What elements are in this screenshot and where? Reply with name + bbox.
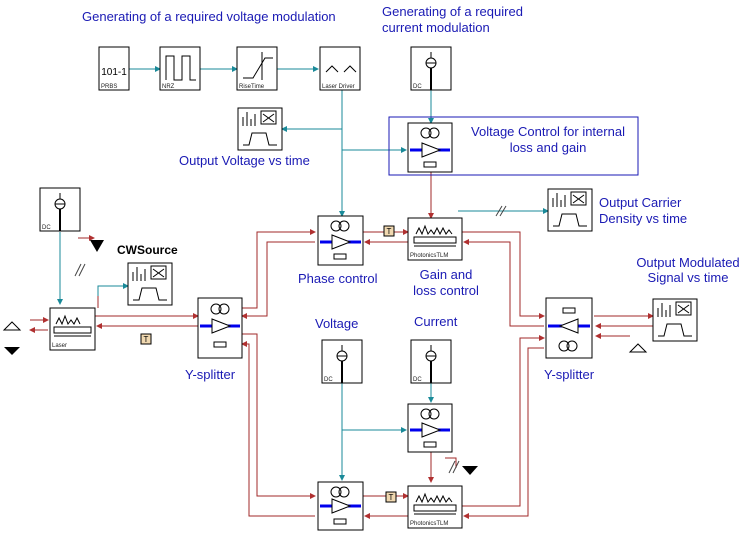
- dc-source-left[interactable]: DC: [39, 187, 81, 232]
- laser-driver-caption: Laser Driver: [322, 84, 355, 90]
- amplifier-icon: [421, 142, 442, 158]
- ground-icons: [2, 240, 648, 475]
- label-current: Current: [414, 314, 458, 329]
- scope-cwsource[interactable]: [127, 262, 173, 306]
- nrz-block[interactable]: NRZ: [159, 46, 201, 91]
- label-phase-control: Phase control: [298, 271, 378, 286]
- label-output-carrier-1: Output Carrier: [599, 195, 682, 210]
- dc-source-voltage[interactable]: DC: [321, 339, 363, 384]
- scope-icon: [552, 191, 587, 227]
- nrz-waveform-icon: [165, 55, 196, 81]
- label-voltage: Voltage: [315, 316, 359, 331]
- ground-icon: [90, 240, 104, 252]
- photonics-tlm-lower[interactable]: PhotonicsTLM: [407, 485, 463, 529]
- ground-icon: [462, 466, 478, 475]
- voltage-control-frame: [388, 116, 639, 176]
- modulator-current-control[interactable]: [407, 403, 453, 453]
- ramp-icon: [243, 57, 273, 79]
- label-gen-current-1: Generating of a required: [382, 4, 523, 19]
- modulator-phase-control[interactable]: [317, 215, 364, 266]
- risetime-caption: RiseTime: [239, 84, 265, 90]
- prbs-symbol: 101-1: [101, 67, 127, 78]
- driver-icon: [325, 65, 357, 73]
- laser-icon: [55, 314, 81, 326]
- photonics-tlm-upper[interactable]: PhotonicsTLM: [407, 217, 463, 261]
- prbs-block[interactable]: 101-1 PRBS: [98, 46, 130, 91]
- label-voltage-control-1: Voltage Control for internal: [471, 124, 625, 139]
- laser-driver-block[interactable]: Laser Driver: [319, 46, 361, 91]
- label-gain-loss-2: loss control: [413, 283, 479, 298]
- y-splitter-right[interactable]: [545, 297, 593, 359]
- scope-output-modulated[interactable]: [652, 298, 698, 342]
- label-voltage-control-2: loss and gain: [509, 140, 587, 155]
- ground-icon: [2, 321, 22, 331]
- wire-break-markers: [74, 205, 507, 474]
- label-gen-voltage: Generating of a required voltage modulat…: [82, 9, 336, 24]
- dc-caption: DC: [324, 377, 333, 383]
- label-y-splitter-left: Y-splitter: [185, 367, 236, 382]
- label-output-modulated-2: Signal vs time: [647, 270, 729, 285]
- dc-caption: DC: [413, 377, 422, 383]
- optical-wires: [29, 172, 654, 519]
- label-y-splitter-right: Y-splitter: [544, 367, 595, 382]
- modulator-voltage-control[interactable]: [407, 122, 453, 173]
- label-output-carrier-2: Density vs time: [599, 211, 688, 226]
- label-output-voltage: Output Voltage vs time: [179, 153, 310, 168]
- scope-icon: [132, 265, 167, 301]
- amplifier-icon: [558, 318, 579, 334]
- tlm-caption: PhotonicsTLM: [410, 253, 448, 259]
- amplifier-icon: [421, 422, 442, 438]
- risetime-block[interactable]: RiseTime: [236, 46, 278, 91]
- ground-icon: [628, 343, 648, 353]
- terminator-1[interactable]: T: [383, 225, 395, 237]
- dc-caption: DC: [413, 84, 422, 90]
- dc-source-top[interactable]: DC: [410, 46, 452, 91]
- modulator-lower-phase[interactable]: [317, 481, 364, 531]
- scope-output-voltage[interactable]: [237, 107, 283, 151]
- svg-text:T: T: [387, 227, 392, 236]
- label-gain-loss-1: Gain and: [419, 267, 473, 282]
- terminator-2[interactable]: T: [140, 333, 152, 345]
- scope-icon: [657, 301, 692, 337]
- svg-text:T: T: [144, 335, 149, 344]
- ground-icon: [4, 347, 20, 355]
- dc-caption: DC: [42, 225, 51, 231]
- label-gen-current-2: current modulation: [382, 20, 490, 35]
- prbs-caption: PRBS: [101, 84, 117, 90]
- amplifier-icon: [331, 234, 352, 250]
- terminator-3[interactable]: T: [385, 491, 397, 503]
- y-splitter-left[interactable]: [197, 297, 243, 359]
- tlm-icon: [415, 492, 453, 504]
- nrz-caption: NRZ: [162, 84, 175, 90]
- dc-source-current[interactable]: DC: [410, 339, 452, 384]
- scope-icon: [242, 110, 277, 146]
- scope-carrier-density[interactable]: [547, 188, 593, 232]
- laser-block[interactable]: Laser: [49, 307, 96, 351]
- label-cwsource: CWSource: [117, 243, 178, 257]
- tlm-icon: [415, 224, 453, 236]
- label-output-modulated-1: Output Modulated: [636, 255, 740, 270]
- tlm-caption: PhotonicsTLM: [410, 521, 448, 527]
- amplifier-icon: [331, 498, 352, 514]
- svg-text:T: T: [389, 493, 394, 502]
- amplifier-icon: [211, 318, 232, 334]
- laser-caption: Laser: [52, 343, 67, 349]
